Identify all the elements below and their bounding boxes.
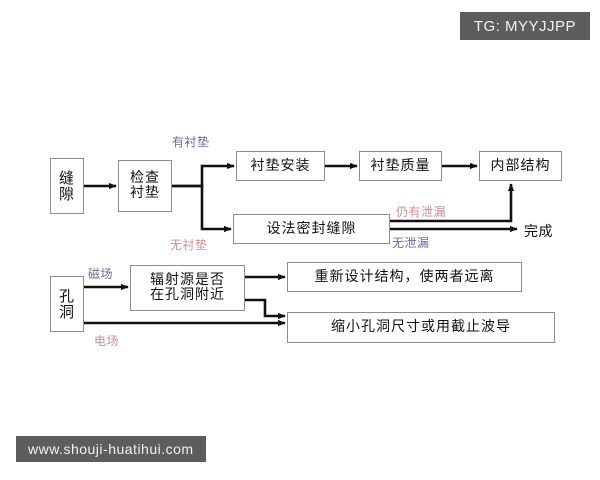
node-check-gasket[interactable]: 检查 衬垫 bbox=[118, 160, 172, 212]
node-gasket-install-label: 衬垫安装 bbox=[250, 157, 311, 174]
node-hole-line-1: 孔 bbox=[58, 286, 75, 305]
node-check-gasket-line-2: 衬垫 bbox=[130, 185, 160, 201]
node-hole-line-2: 洞 bbox=[58, 303, 75, 321]
edge-label-with-gasket-text: 有衬垫 bbox=[172, 135, 210, 149]
edge-check-to-seal bbox=[172, 184, 232, 233]
node-internal-structure-label: 内部结构 bbox=[490, 157, 551, 174]
edge-label-still-leaking: 仍有泄漏 bbox=[396, 203, 446, 220]
edge-label-no-leak-text: 无泄漏 bbox=[392, 236, 430, 250]
node-check-gasket-line-1: 检查 bbox=[130, 169, 160, 186]
edge-label-with-gasket: 有衬垫 bbox=[172, 133, 210, 150]
node-gasket-install[interactable]: 衬垫安装 bbox=[236, 151, 325, 181]
watermark-top-right: TG: MYYJJPP bbox=[459, 12, 590, 40]
terminal-done-label: 完成 bbox=[524, 224, 553, 240]
edge-seal-to-internal bbox=[390, 183, 515, 223]
node-shrink-hole[interactable]: 缩小孔洞尺寸或用截止波导 bbox=[287, 312, 555, 343]
node-radiation-source[interactable]: 辐射源是否 在孔洞附近 bbox=[130, 265, 245, 311]
node-seal-seam-label: 设法密封缝隙 bbox=[266, 220, 357, 237]
edge-source-to-shrink bbox=[245, 298, 286, 320]
watermark-top-right-text: TG: MYYJJPP bbox=[473, 17, 576, 35]
edge-check-to-install bbox=[172, 162, 235, 188]
node-gasket-quality-label: 衬垫质量 bbox=[370, 157, 431, 174]
edge-label-electric-field: 电场 bbox=[94, 332, 119, 349]
watermark-bottom-left: www.shouji-huatihui.com bbox=[16, 436, 206, 462]
node-seam-line-2: 隙 bbox=[58, 185, 75, 203]
edge-label-magnetic-field-text: 磁场 bbox=[88, 267, 114, 281]
node-redesign-structure-label: 重新设计结构，使两者远离 bbox=[314, 268, 495, 285]
node-radiation-source-line-1: 辐射源是否 bbox=[150, 271, 225, 288]
node-internal-structure[interactable]: 内部结构 bbox=[479, 151, 562, 181]
edge-label-without-gasket: 无衬垫 bbox=[170, 236, 208, 253]
node-shrink-hole-label: 缩小孔洞尺寸或用截止波导 bbox=[331, 319, 511, 336]
node-seam-line-1: 缝 bbox=[58, 168, 75, 187]
watermark-bottom-left-text: www.shouji-huatihui.com bbox=[28, 441, 194, 457]
node-hole[interactable]: 孔 洞 bbox=[50, 276, 84, 332]
node-seam[interactable]: 缝 隙 bbox=[50, 158, 84, 214]
edge-label-without-gasket-text: 无衬垫 bbox=[170, 238, 208, 252]
node-redesign-structure[interactable]: 重新设计结构，使两者远离 bbox=[287, 262, 522, 292]
node-gasket-quality[interactable]: 衬垫质量 bbox=[359, 151, 442, 181]
edge-label-magnetic-field: 磁场 bbox=[88, 265, 113, 282]
node-radiation-source-line-2: 在孔洞附近 bbox=[150, 287, 225, 303]
edge-label-still-leaking-text: 仍有泄漏 bbox=[396, 205, 447, 219]
terminal-done: 完成 bbox=[524, 221, 553, 241]
edge-label-electric-field-text: 电场 bbox=[94, 334, 120, 348]
edge-label-no-leak: 无泄漏 bbox=[392, 234, 430, 251]
node-seal-seam[interactable]: 设法密封缝隙 bbox=[233, 214, 390, 244]
